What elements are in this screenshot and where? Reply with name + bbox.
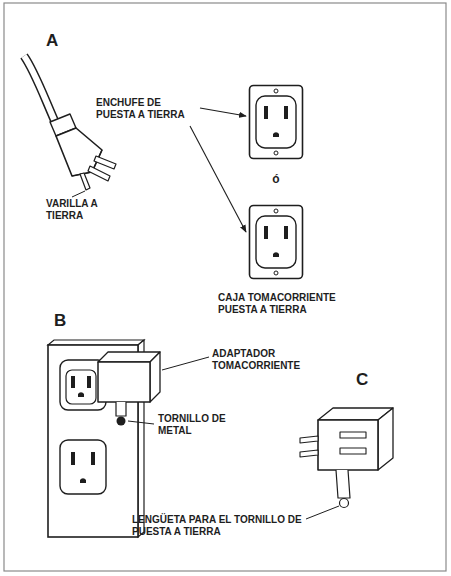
grounded-plug bbox=[94, 156, 116, 169]
leader-arrow bbox=[200, 108, 246, 116]
adapter-plugged bbox=[71, 376, 75, 388]
leader-arrow bbox=[190, 126, 246, 232]
adapter bbox=[300, 436, 318, 443]
part-label: LENGÜETA PARA EL TORNILLO DE PUESTA A TI… bbox=[132, 514, 308, 537]
or-label: ó bbox=[262, 173, 290, 187]
adapter-plugged bbox=[78, 392, 84, 397]
adapter bbox=[318, 420, 378, 470]
adapter-plugged bbox=[66, 352, 160, 416]
adapter-plugged bbox=[116, 402, 126, 416]
grounded-plug bbox=[88, 166, 110, 181]
grounded-plug bbox=[24, 56, 56, 124]
adapter bbox=[300, 450, 318, 457]
part-label: ENCHUFE DE PUESTA A TIERRA bbox=[96, 97, 200, 120]
wall-plate bbox=[60, 440, 106, 494]
panel-letter: C bbox=[356, 370, 380, 390]
adapter-plugged bbox=[87, 376, 91, 388]
adapter bbox=[340, 448, 366, 454]
frame bbox=[4, 3, 446, 571]
part-label: VARILLA A TIERRA bbox=[46, 198, 112, 221]
part-label: CAJA TOMACORRIENTE PUESTA A TIERRA bbox=[218, 292, 346, 315]
grounded-plug bbox=[24, 56, 116, 190]
adapter-plugged bbox=[66, 370, 96, 404]
wall-plate bbox=[71, 452, 75, 465]
adapter bbox=[340, 432, 366, 438]
leader-line bbox=[128, 421, 154, 424]
adapter-plugged bbox=[98, 362, 150, 402]
leader-arrow bbox=[190, 108, 246, 232]
leader-line bbox=[72, 191, 85, 197]
adapter-plugged bbox=[150, 352, 160, 402]
grounded-outlet bbox=[250, 206, 303, 279]
grounded-plug bbox=[80, 173, 90, 190]
grounded-plug bbox=[24, 56, 56, 124]
grounded-outlet bbox=[250, 86, 303, 159]
grounded-outlet bbox=[250, 86, 303, 279]
part-label: ADAPTADOR TOMACORRIENTE bbox=[212, 348, 312, 371]
wall-plate bbox=[91, 452, 95, 465]
adapter bbox=[340, 499, 349, 508]
adapter bbox=[336, 470, 350, 498]
wall-plate bbox=[80, 478, 86, 483]
adapter bbox=[378, 408, 393, 470]
adapter bbox=[300, 408, 393, 508]
part-label: TORNILLO DE METAL bbox=[158, 413, 228, 436]
panel-letter: B bbox=[54, 311, 78, 331]
leader-line bbox=[306, 506, 339, 519]
panel-letter: A bbox=[46, 31, 70, 51]
metal-screw bbox=[117, 417, 126, 426]
leader-line bbox=[162, 357, 209, 370]
